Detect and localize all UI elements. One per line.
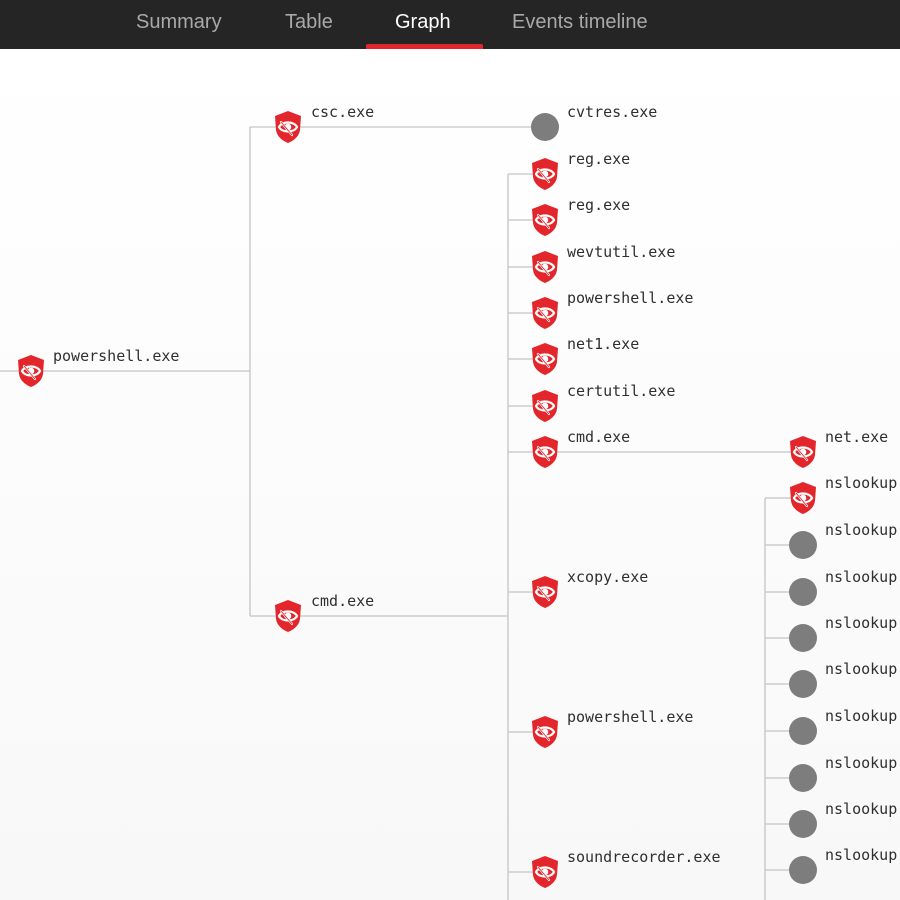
shield-eye-icon[interactable]: [272, 599, 304, 632]
shield-eye-icon[interactable]: [529, 250, 561, 283]
process-label[interactable]: nslookup: [825, 521, 898, 539]
shield-eye-icon[interactable]: [529, 435, 561, 468]
process-label[interactable]: certutil.exe: [567, 382, 676, 400]
tab-events-timeline[interactable]: Events timeline: [512, 11, 648, 33]
shield-eye-icon[interactable]: [529, 157, 561, 190]
process-label[interactable]: powershell.exe: [567, 708, 694, 726]
active-tab-indicator: [366, 44, 483, 49]
shield-eye-icon[interactable]: [529, 342, 561, 375]
circle-icon[interactable]: [789, 531, 817, 559]
process-graph-canvas[interactable]: powershell.exe csc.exe cmd.exe cvtres.exe re…: [0, 49, 900, 900]
process-label[interactable]: net1.exe: [567, 335, 640, 353]
shield-eye-icon[interactable]: [529, 575, 561, 608]
shield-eye-icon[interactable]: [787, 481, 819, 514]
process-label[interactable]: nslookup: [825, 568, 898, 586]
shield-eye-icon[interactable]: [529, 203, 561, 236]
process-label[interactable]: nslookup: [825, 754, 898, 772]
process-label[interactable]: reg.exe: [567, 196, 631, 214]
process-label[interactable]: reg.exe: [567, 150, 631, 168]
process-label[interactable]: csc.exe: [311, 103, 375, 121]
tab-summary[interactable]: Summary: [136, 11, 222, 33]
process-label[interactable]: nslookup: [825, 474, 898, 492]
process-label[interactable]: net.exe: [825, 428, 889, 446]
circle-icon[interactable]: [789, 624, 817, 652]
shield-eye-icon[interactable]: [272, 110, 304, 143]
process-label[interactable]: xcopy.exe: [567, 568, 649, 586]
shield-eye-icon[interactable]: [529, 715, 561, 748]
process-label[interactable]: nslookup: [825, 846, 898, 864]
graph-edges: [0, 126, 803, 900]
process-label[interactable]: wevtutil.exe: [567, 243, 676, 261]
shield-eye-icon[interactable]: [529, 855, 561, 888]
circle-icon[interactable]: [531, 113, 559, 141]
process-label[interactable]: powershell.exe: [53, 347, 180, 365]
process-label[interactable]: nslookup: [825, 660, 898, 678]
top-navigation-bar: Summary Table Graph Events timeline: [0, 0, 900, 49]
process-label[interactable]: cvtres.exe: [567, 103, 658, 121]
process-label[interactable]: cmd.exe: [567, 428, 631, 446]
circle-icon[interactable]: [789, 764, 817, 792]
circle-icon[interactable]: [789, 856, 817, 884]
shield-eye-icon[interactable]: [15, 354, 47, 387]
process-label[interactable]: soundrecorder.exe: [567, 848, 721, 866]
process-label[interactable]: nslookup: [825, 800, 898, 818]
circle-icon[interactable]: [789, 810, 817, 838]
shield-eye-icon[interactable]: [529, 389, 561, 422]
shield-eye-icon[interactable]: [787, 435, 819, 468]
process-label[interactable]: powershell.exe: [567, 289, 694, 307]
circle-icon[interactable]: [789, 670, 817, 698]
process-label[interactable]: cmd.exe: [311, 592, 375, 610]
circle-icon[interactable]: [789, 578, 817, 606]
process-label[interactable]: nslookup: [825, 614, 898, 632]
tab-table[interactable]: Table: [285, 11, 333, 33]
shield-eye-icon[interactable]: [529, 296, 561, 329]
tab-graph[interactable]: Graph: [395, 11, 451, 33]
process-label[interactable]: nslookup: [825, 707, 898, 725]
circle-icon[interactable]: [789, 717, 817, 745]
